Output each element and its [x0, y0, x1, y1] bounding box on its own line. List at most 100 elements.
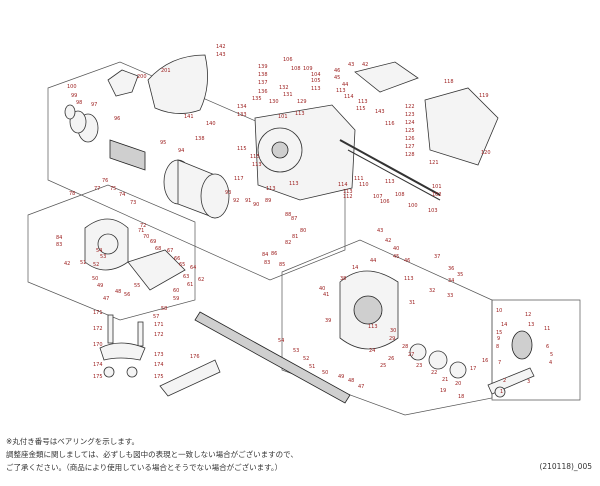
- part-number-label: 133: [237, 112, 247, 118]
- part-number-label: 136: [258, 89, 268, 95]
- clamp-nut-174: [103, 366, 115, 378]
- part-number-label: 43: [377, 228, 383, 234]
- part-number-label: 24: [369, 348, 375, 354]
- part-number-label: 51: [80, 260, 86, 266]
- part-number-label: 135: [252, 96, 262, 102]
- part-number-label: 100: [408, 203, 418, 209]
- part-number-label: 129: [297, 99, 307, 105]
- side-cover: [147, 54, 208, 114]
- clamp-nut-174b: [126, 366, 138, 378]
- part-number-label: 13: [528, 322, 534, 328]
- part-number-label: 66: [174, 256, 180, 262]
- part-number-label: 115: [237, 146, 247, 152]
- lever-linkage: [127, 249, 186, 291]
- part-number-label: 14: [352, 265, 358, 271]
- part-number-label: 126: [405, 136, 415, 142]
- part-number-label: 106: [380, 199, 390, 205]
- part-number-label: 108: [291, 66, 301, 72]
- part-number-label: 140: [206, 121, 216, 127]
- part-number-label: 25: [380, 363, 386, 369]
- part-number-label: 56: [124, 292, 130, 298]
- part-number-label: 80: [300, 228, 306, 234]
- part-number-label: 138: [258, 72, 268, 78]
- part-number-label: 73: [130, 200, 136, 206]
- part-number-label: 114: [344, 94, 354, 100]
- handle-arm-176: [159, 359, 221, 397]
- part-number-label: 53: [293, 348, 299, 354]
- drag-gear-left: [97, 233, 119, 255]
- thumb-bar: [424, 87, 499, 166]
- part-number-label: 44: [342, 82, 348, 88]
- part-number-label: 32: [429, 288, 435, 294]
- part-number-label: 108: [395, 192, 405, 198]
- part-number-label: 78: [69, 191, 75, 197]
- part-number-label: 139: [258, 64, 268, 70]
- bearing-note: ※丸付き番号はベアリングを示します。: [6, 437, 140, 446]
- part-number-label: 44: [370, 258, 376, 264]
- part-number-label: 21: [442, 377, 448, 383]
- part-number-label: 115: [356, 106, 366, 112]
- part-number-label: 113: [385, 179, 395, 185]
- part-number-label: 104: [311, 72, 321, 78]
- part-number-label: 46: [404, 258, 410, 264]
- part-number-label: 111: [354, 176, 364, 182]
- part-number-label: 42: [362, 62, 368, 68]
- part-number-label: 52: [303, 356, 309, 362]
- part-number-label: 57: [153, 314, 159, 320]
- part-number-label: 132: [279, 85, 289, 91]
- part-number-label: 51: [309, 364, 315, 370]
- part-number-label: 83: [56, 242, 62, 248]
- part-number-label: 62: [198, 277, 204, 283]
- part-number-label: 22: [431, 370, 437, 376]
- part-number-label: 43: [348, 62, 354, 68]
- exploded-parts-diagram: 1421432002011391381371361351341331411401…: [27, 44, 581, 416]
- part-number-label: 30: [390, 328, 396, 334]
- part-number-label: 200: [137, 74, 147, 80]
- part-number-label: 113: [295, 111, 305, 117]
- part-number-label: 54: [278, 338, 284, 344]
- part-number-label: 50: [92, 276, 98, 282]
- part-number-label: 92: [233, 198, 239, 204]
- part-number-label: 89: [265, 198, 271, 204]
- part-number-label: 39: [325, 318, 331, 324]
- part-number-label: 48: [348, 378, 354, 384]
- part-number-label: 69: [150, 239, 156, 245]
- part-number-label: 65: [179, 262, 185, 268]
- part-number-label: 173: [154, 352, 164, 358]
- part-number-label: 72: [140, 223, 146, 229]
- part-number-label: 84: [56, 235, 62, 241]
- part-number-label: 109: [303, 66, 313, 72]
- part-number-label: 120: [481, 150, 491, 156]
- part-number-label: 174: [154, 362, 164, 368]
- part-number-label: 118: [444, 79, 454, 85]
- part-number-label: 81: [292, 234, 298, 240]
- part-number-label: 17: [470, 366, 476, 372]
- part-number-label: 37: [434, 254, 440, 260]
- part-number-label: 86: [271, 251, 277, 257]
- part-number-label: 50: [322, 370, 328, 376]
- part-number-label: 45: [334, 75, 340, 81]
- part-number-label: 101: [432, 184, 442, 190]
- drive-cylinder: [109, 139, 146, 171]
- diagram-code: (210118)_005: [539, 462, 592, 471]
- part-number-label: 134: [237, 104, 247, 110]
- top-cover: [354, 61, 419, 93]
- part-number-label: 46: [334, 68, 340, 74]
- part-number-label: 68: [155, 246, 161, 252]
- part-number-label: 171: [93, 310, 103, 316]
- part-number-label: 27: [408, 352, 414, 358]
- part-number-label: 14: [501, 322, 507, 328]
- part-number-labels: 1421432002011391381371361351341331411401…: [56, 44, 553, 400]
- part-number-label: 113: [336, 88, 346, 94]
- worm-shaft: [194, 311, 351, 404]
- part-number-label: 95: [160, 140, 166, 146]
- bearing-ring-99: [64, 104, 76, 120]
- part-number-label: 74: [119, 192, 125, 198]
- part-number-label: 130: [269, 99, 279, 105]
- part-number-label: 106: [283, 57, 293, 63]
- bolt-171: [107, 314, 114, 344]
- part-number-label: 119: [479, 93, 489, 99]
- rod-clamp: [99, 342, 146, 361]
- part-number-label: 49: [97, 283, 103, 289]
- washer-note-line1: 調整座金類に関しましては、必ずしも図中の表現と一致しない場合がございますので、: [6, 450, 298, 459]
